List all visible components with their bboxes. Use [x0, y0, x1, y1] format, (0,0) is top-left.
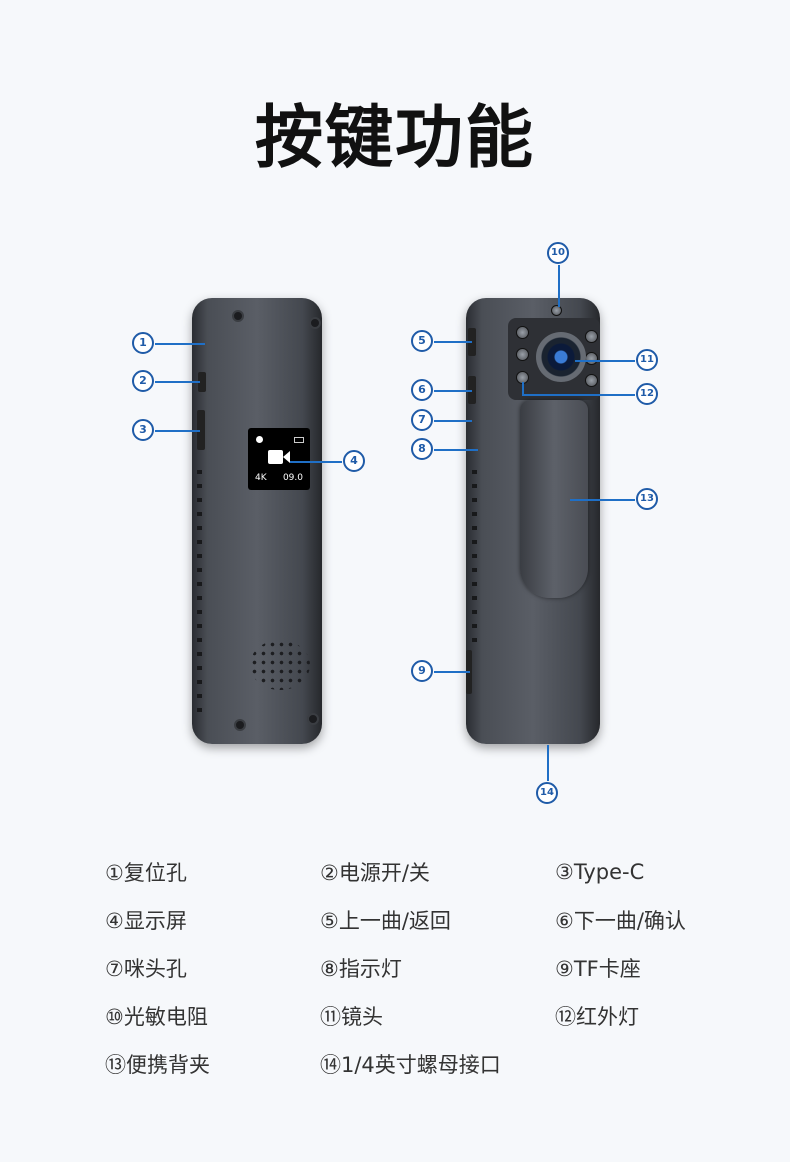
callout-12: 12 [636, 383, 658, 405]
screw-icon [232, 310, 244, 322]
side-vents [472, 470, 477, 650]
power-switch[interactable] [198, 372, 206, 392]
legend-item: ③Type-C [555, 860, 645, 884]
callout-line [575, 360, 635, 362]
resolution-label: 4K [255, 473, 267, 483]
legend-item: ⑭1/4英寸螺母接口 [320, 1053, 501, 1077]
camera-lens-shape [283, 451, 290, 463]
callout-line [290, 461, 342, 463]
callout-line [434, 390, 472, 392]
callout-line [434, 449, 478, 451]
ir-led [585, 330, 598, 343]
callout-8: 8 [411, 438, 433, 460]
callout-9: 9 [411, 660, 433, 682]
screw-icon [309, 317, 321, 329]
callout-2: 2 [132, 370, 154, 392]
legend-item: ⑤上一曲/返回 [320, 909, 451, 933]
speaker-grill [250, 640, 310, 690]
callout-6: 6 [411, 379, 433, 401]
callout-4: 4 [343, 450, 365, 472]
legend-item: ①复位孔 [105, 861, 187, 885]
callout-line [434, 420, 472, 422]
record-dot-icon [256, 436, 263, 443]
time-label: 09.0 [282, 473, 303, 483]
legend-item: ⑫红外灯 [555, 1005, 639, 1029]
page-title: 按键功能 [254, 99, 535, 178]
ir-led [516, 348, 529, 361]
legend-item: ⑦咪头孔 [105, 957, 187, 981]
legend-item: ⑪镜头 [320, 1005, 383, 1029]
callout-line [547, 745, 549, 781]
legend-item: ⑩光敏电阻 [105, 1005, 208, 1029]
legend-item: ⑬便携背夹 [105, 1053, 210, 1077]
callout-line [570, 499, 635, 501]
legend-item: ⑥下一曲/确认 [555, 909, 686, 933]
screw-icon [234, 719, 246, 731]
next-button[interactable] [468, 376, 476, 404]
type-c-port [197, 410, 205, 450]
callout-line [558, 265, 560, 307]
camera-lens [536, 332, 586, 382]
callout-line [434, 671, 470, 673]
legend-item: ⑧指示灯 [320, 957, 402, 981]
callout-7: 7 [411, 409, 433, 431]
callout-line [434, 341, 472, 343]
callout-3: 3 [132, 419, 154, 441]
callout-11: 11 [636, 349, 658, 371]
light-sensor [551, 305, 562, 316]
callout-10: 10 [547, 242, 569, 264]
legend-item: ②电源开/关 [320, 861, 430, 885]
legend-item: ④显示屏 [105, 909, 187, 933]
callout-line [155, 343, 205, 345]
battery-icon [294, 437, 304, 443]
screw-icon [307, 713, 319, 725]
ir-led [516, 326, 529, 339]
side-vents [197, 470, 202, 720]
video-camera-icon [268, 450, 283, 464]
callout-14: 14 [536, 782, 558, 804]
ir-led [585, 374, 598, 387]
legend-item: ⑨TF卡座 [555, 957, 641, 981]
callout-5: 5 [411, 330, 433, 352]
callout-line [522, 394, 635, 396]
previous-button[interactable] [468, 328, 476, 356]
callout-line [155, 430, 200, 432]
callout-1: 1 [132, 332, 154, 354]
callout-13: 13 [636, 488, 658, 510]
callout-line [522, 382, 524, 394]
display-screen: 4K 09.0 [248, 428, 310, 490]
callout-line [155, 381, 200, 383]
ir-led [585, 352, 598, 365]
